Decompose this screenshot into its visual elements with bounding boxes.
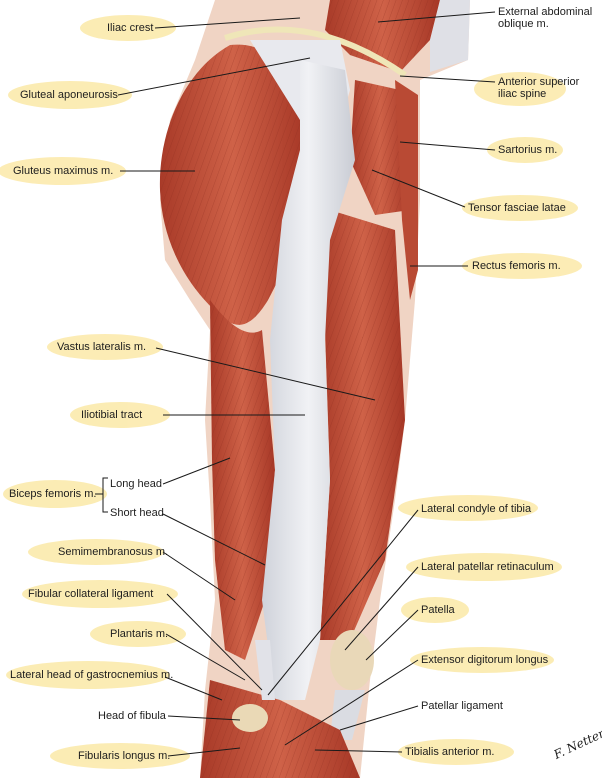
label-rectus-femoris: Rectus femoris m.: [472, 260, 561, 272]
label-sartorius: Sartorius m.: [498, 144, 558, 156]
patellar-ligament: [330, 690, 365, 740]
label-highlights: [0, 15, 582, 769]
label-tibialis-anterior: Tibialis anterior m.: [405, 746, 495, 758]
label-lateral-head-gastrocnemius: Lateral head of gastrocnemius m.: [10, 669, 174, 681]
label-iliac-crest: Iliac crest: [107, 22, 154, 34]
label-asis-2: iliac spine: [498, 88, 547, 100]
label-fibularis-longus: Fibularis longus m.: [78, 750, 171, 762]
label-short-head: Short head: [110, 507, 164, 519]
label-lateral-condyle-tibia: Lateral condyle of tibia: [421, 503, 532, 515]
label-tensor-fasciae-latae: Tensor fasciae latae: [468, 202, 566, 214]
label-long-head: Long head: [110, 478, 162, 490]
label-gluteus-maximus: Gluteus maximus m.: [13, 165, 114, 177]
label-patella: Patella: [421, 604, 455, 616]
label-biceps-femoris: Biceps femoris m.: [9, 488, 97, 500]
label-vastus-lateralis: Vastus lateralis m.: [57, 341, 147, 353]
label-external-abdominal-oblique-1: External abdominal: [498, 6, 593, 18]
label-lateral-patellar-retinaculum: Lateral patellar retinaculum: [421, 561, 554, 573]
leader-lines: [95, 11, 496, 757]
patella: [330, 630, 374, 690]
head-of-fibula: [232, 704, 268, 732]
fibular-collateral-ligament: [255, 640, 275, 700]
label-gluteal-aponeurosis: Gluteal aponeurosis: [20, 89, 118, 101]
label-head-of-fibula: Head of fibula: [98, 710, 166, 722]
label-extensor-digitorum-longus: Extensor digitorum longus: [421, 654, 549, 666]
label-asis-1: Anterior superior: [498, 76, 580, 88]
label-plantaris: Plantaris m.: [110, 628, 169, 640]
label-iliotibial-tract: Iliotibial tract: [81, 409, 143, 421]
iliotibial-tract: [262, 60, 355, 700]
label-patellar-ligament: Patellar ligament: [421, 700, 503, 712]
label-fibular-collateral-ligament: Fibular collateral ligament: [28, 588, 154, 600]
iliac-crest-band: [224, 26, 407, 78]
label-external-abdominal-oblique-2: oblique m.: [498, 18, 549, 30]
label-semimembranosus: Semimembranosus m.: [58, 546, 169, 558]
sartorius-muscle: [395, 80, 418, 300]
